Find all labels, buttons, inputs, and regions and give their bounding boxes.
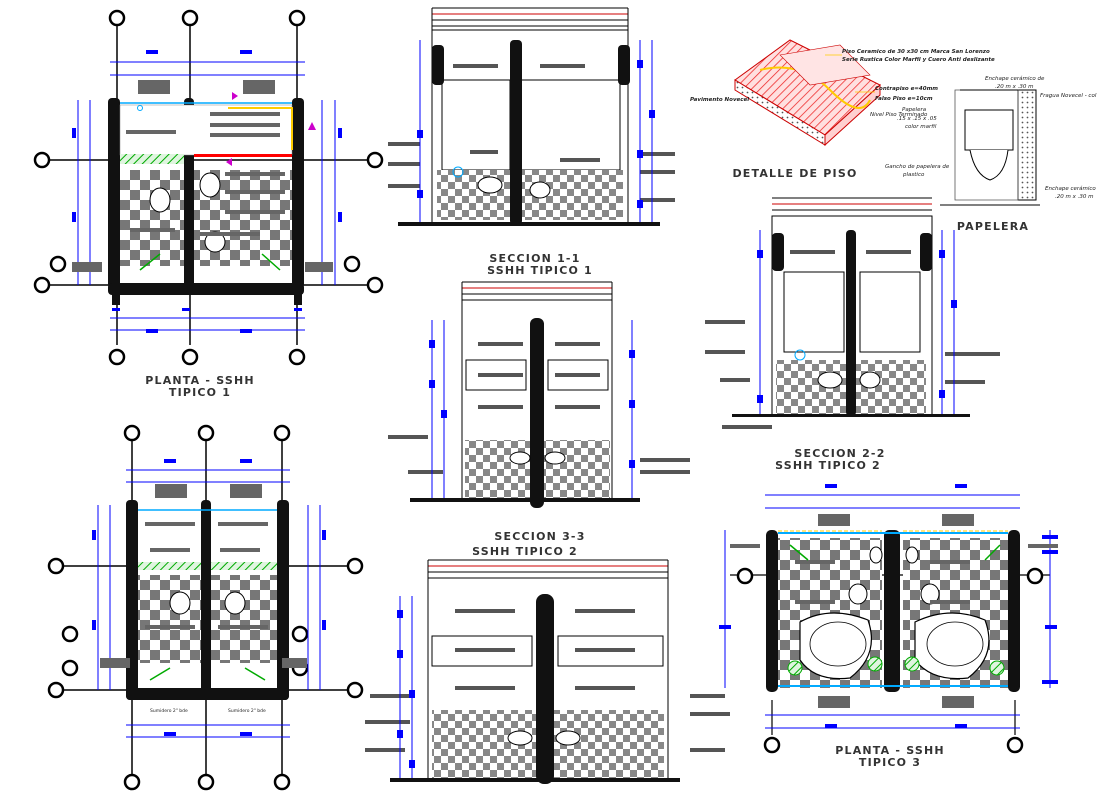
floor-tiles-left (120, 170, 184, 266)
papelera-detail: Enchape cerámico de .20 m x .30 m Fragua… (885, 75, 1097, 233)
elevacion-tipico-2 (365, 559, 730, 784)
section-title-line2: SSHH TIPICO 2 (775, 459, 881, 472)
papelera-title: PAPELERA (957, 220, 1029, 233)
section-title-line1: SECCION 2-2 (794, 447, 885, 460)
svg-text:Sumidero 2" bde: Sumidero 2" bde (228, 708, 266, 714)
svg-text:Pavimento Novecel: Pavimento Novecel (690, 97, 749, 103)
center-partition (530, 318, 544, 508)
planta-tipico-1: PLANTA - SSHH TIPICO 1 (33, 9, 384, 399)
svg-text:Gancho de papelera de: Gancho de papelera de (885, 164, 950, 170)
cabin-left (441, 79, 511, 171)
svg-text:Enchape cerámico: Enchape cerámico (1045, 185, 1096, 192)
svg-text:Serie Rustica Color Marfil y C: Serie Rustica Color Marfil y Cuero Anti … (842, 57, 995, 63)
svg-text:Enchape cerámico de: Enchape cerámico de (985, 75, 1045, 82)
tile-wainscot (437, 170, 623, 220)
axis-bubbles (33, 9, 384, 366)
center-partition (536, 594, 554, 784)
roof-bands (431, 7, 629, 30)
plan-title-line1: PLANTA - SSHH (835, 744, 945, 757)
detalle-title: DETALLE DE PISO (732, 167, 857, 180)
svg-text:Sumidero 2" bde: Sumidero 2" bde (150, 708, 188, 714)
dimension-lines (77, 61, 336, 331)
svg-text:Falso Piso e=10cm: Falso Piso e=10cm (875, 96, 933, 102)
center-partition (510, 40, 522, 225)
green-strip (120, 154, 184, 164)
walls (108, 98, 304, 305)
toilet-icon (149, 187, 171, 213)
svg-text:.20 m x .30 m: .20 m x .30 m (1055, 194, 1093, 200)
section-title-line2: SSHH TIPICO 1 (487, 264, 593, 277)
svg-text:Papelera: Papelera (902, 107, 927, 113)
svg-text:color marfil: color marfil (905, 124, 937, 130)
dimension-tags (72, 50, 342, 333)
label-bars (72, 80, 333, 272)
plan-title-line2: TIPICO 1 (169, 386, 231, 399)
detalle-piso: Piso Ceramico de 30 x30 cm Marca San Lor… (690, 39, 995, 180)
center-partition (846, 230, 856, 416)
svg-text:.20 m x .30 m: .20 m x .30 m (995, 84, 1033, 90)
svg-text:Fragua Novecel - col: Fragua Novecel - col (1040, 93, 1097, 99)
seccion-1-1: SECCION 1-1 SSHH TIPICO 1 (388, 7, 675, 277)
seccion-3-3: SECCION 3-3 SSHH TIPICO 2 (388, 281, 690, 558)
plan-title-line2: TIPICO 3 (859, 756, 921, 769)
section-title-line2: SSHH TIPICO 2 (472, 545, 578, 558)
svg-text:plastico: plastico (902, 172, 925, 178)
planta-tipico-2: Sumidero 2" bde Sumidero 2" bde (47, 424, 364, 791)
section-title-line1: SECCION 1-1 (489, 252, 580, 265)
section-title-line1: SECCION 3-3 (494, 530, 585, 543)
svg-text:Contrapiso e=40mm: Contrapiso e=40mm (875, 86, 938, 92)
plan-title-line1: PLANTA - SSHH (145, 374, 255, 387)
svg-text:.15 x .15 x .05: .15 x .15 x .05 (897, 116, 937, 122)
planta-tipico-3: PLANTA - SSHH TIPICO 3 (719, 484, 1058, 769)
svg-text:Nivel Piso Terminado: Nivel Piso Terminado (870, 112, 928, 118)
wall-section (1017, 89, 1037, 201)
seccion-2-2: SECCION 2-2 SSHH TIPICO 2 (705, 197, 1000, 472)
cabin-right (519, 79, 621, 171)
svg-text:Piso Ceramico de 30 x30 cm Mar: Piso Ceramico de 30 x30 cm Marca San Lor… (842, 49, 990, 55)
